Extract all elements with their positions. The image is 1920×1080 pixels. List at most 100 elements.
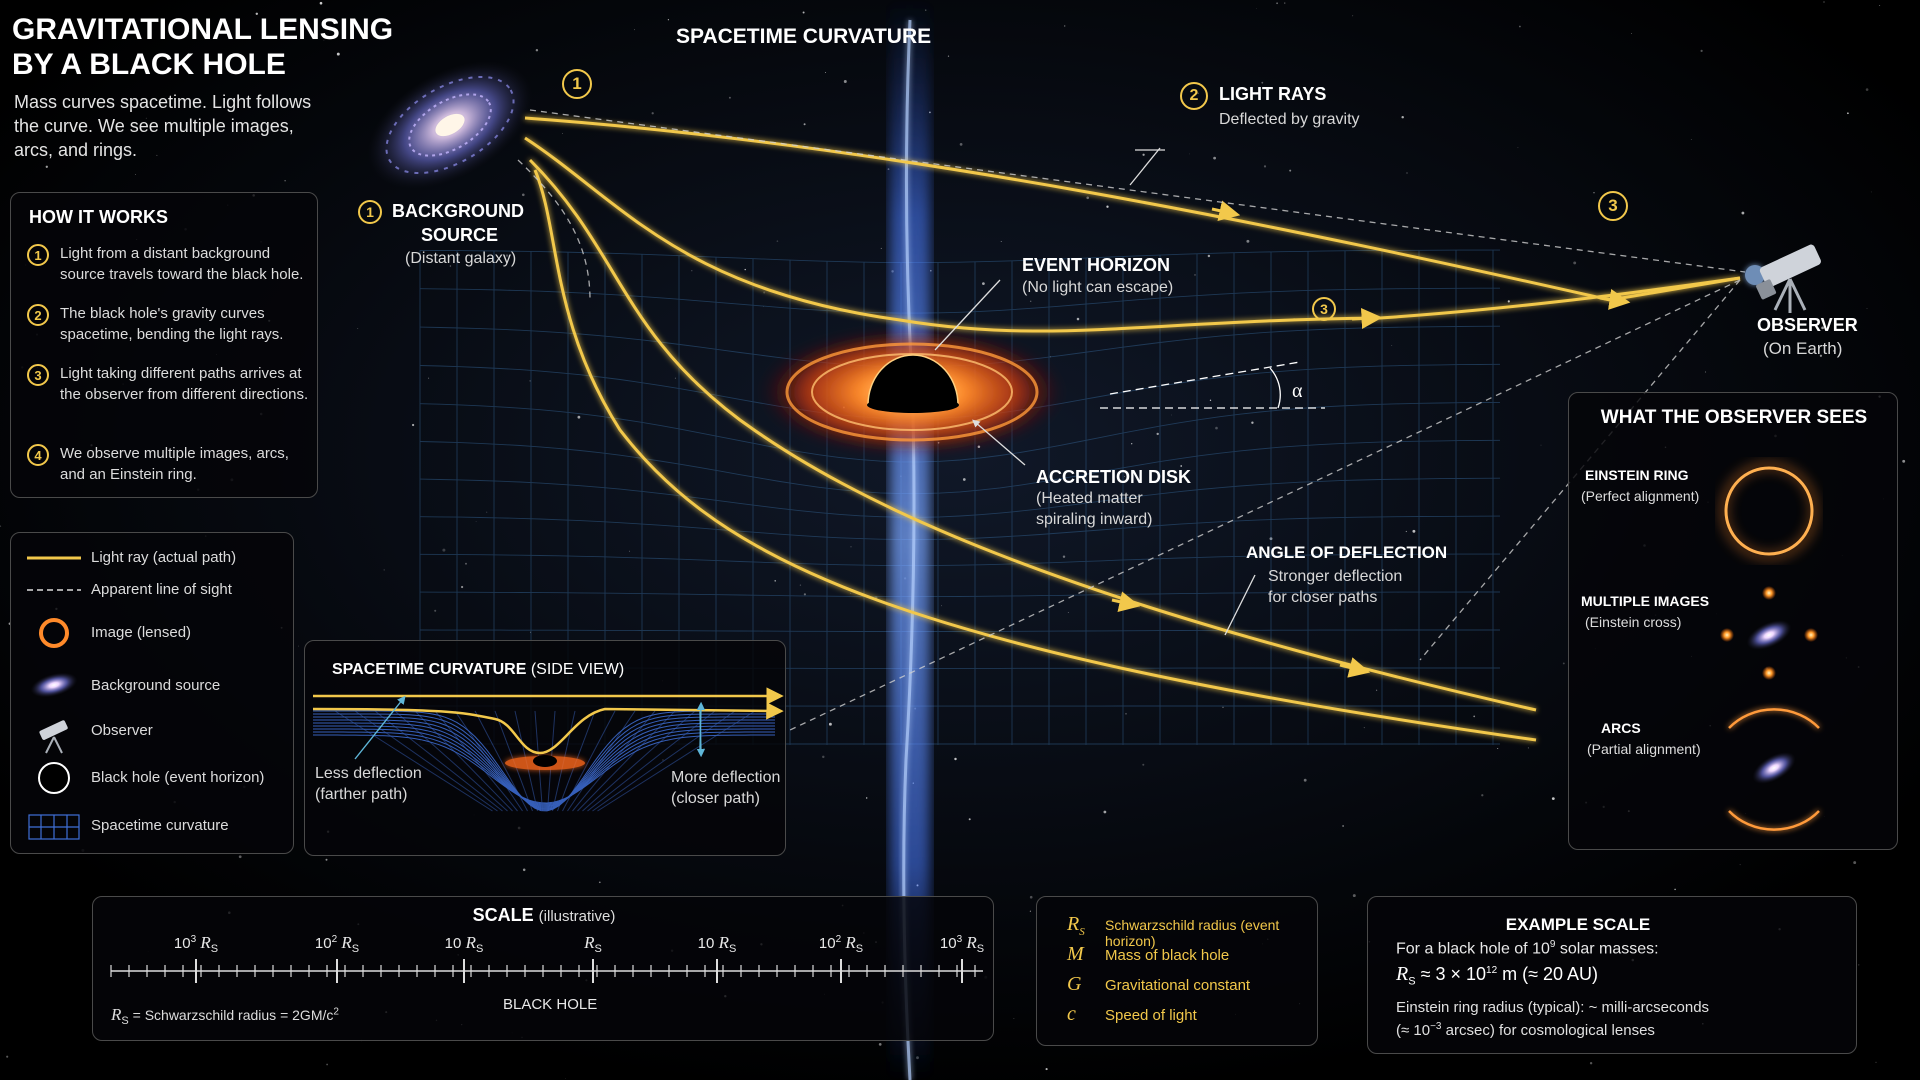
circle-icon [38,762,70,794]
light-ray-1 [524,116,1741,302]
star [1045,1068,1048,1071]
star [865,797,868,799]
star [522,868,526,872]
funnel-line [582,710,696,812]
source-title-1: BACKGROUND [392,201,524,221]
star [1131,443,1133,445]
star [6,1055,9,1058]
scale-title-row: SCALE (illustrative) [93,905,995,926]
star [1674,888,1676,891]
marker-1-top: 1 [562,69,592,99]
legend-label: Light ray (actual path) [91,549,237,566]
step-text: Light taking different paths arrives at … [60,365,309,403]
star [744,268,746,271]
star [1261,81,1264,84]
marker-1: 1 [358,200,382,224]
star [1401,115,1404,119]
star [1222,706,1224,708]
more-deflection-1: More deflection [671,769,781,786]
star [1375,689,1378,691]
legend-panel: Light ray (actual path) Apparent line of… [10,532,294,854]
multiple-images-sub: (Einstein cross) [1585,614,1682,630]
marker-2: 2 [1180,82,1208,110]
star [1823,1,1825,3]
star [1412,529,1416,533]
star [357,328,359,329]
example-l2-exp: 12 [1486,965,1498,976]
step-number: 4 [27,444,49,466]
how-it-works-title: HOW IT WORKS [29,207,168,227]
star [799,584,802,586]
legend-label: Background source [91,677,221,694]
star [674,377,676,379]
page-description: Mass curves spacetime. Light follows the… [14,92,312,160]
star [1067,612,1069,613]
example-line-2: RS ≈ 3 × 1012 m (≈ 20 AU) [1396,963,1598,988]
side-view-illustration [312,687,784,812]
funnel-line [313,734,775,804]
star [449,265,452,267]
funnel-line [597,710,756,812]
einstein-ring-title: EINSTEIN RING [1585,467,1689,483]
step-number: 3 [27,364,49,386]
star [1481,794,1484,797]
star [535,48,539,52]
funnel-line [454,710,523,812]
star [1690,139,1692,141]
star [802,11,805,14]
symbol-text: Mass of black hole [1105,947,1230,964]
marker-3-ray: 3 [1312,297,1336,321]
grid-line [419,287,1500,314]
star [1180,465,1183,467]
star [562,133,563,134]
funnel-line [562,710,616,812]
funnel-line [572,710,656,812]
funnel-line [313,716,775,810]
star [1497,747,1499,750]
accretion-title: ACCRETION DISK [1036,467,1192,487]
star [1289,169,1292,172]
scale-tick-label: 10 RS [697,933,737,955]
example-l4-exp: −3 [1430,1021,1442,1032]
star [954,757,957,761]
scale-suffix: (illustrative) [538,908,616,925]
legend-label: Spacetime curvature [91,817,229,834]
apparent-lines [517,109,1746,731]
example-unit: R [1396,963,1409,985]
grid-icon [28,814,80,840]
star [1875,1061,1877,1064]
star [1858,964,1860,966]
star [383,569,385,571]
side-view-suffix: (SIDE VIEW) [530,661,625,678]
star [1573,261,1577,265]
galaxy-icon [30,672,78,698]
star [850,546,852,548]
star [598,881,601,884]
star [1029,910,1031,912]
funnel-line [474,710,528,812]
star [1833,350,1835,352]
funnel-line [592,710,736,812]
scale-footnote: RS = Schwarzschild radius = 2GM/c2 [111,1005,339,1027]
funnel-line [394,710,508,812]
funnel-line [354,710,498,812]
star [434,609,437,612]
star [728,96,731,99]
source-sub: (Distant galaxy) [405,250,517,267]
star [763,291,766,294]
star [1303,778,1307,782]
event-horizon-title: EVENT HORIZON [1022,255,1171,275]
star [850,593,852,594]
star [1352,15,1354,17]
star [134,173,136,175]
step-text: Light from a distant background source t… [60,245,304,283]
star [1870,191,1872,193]
star [1156,432,1159,436]
star [1352,894,1356,898]
grid-line [419,629,1500,632]
star [982,282,985,285]
star [1076,317,1080,321]
scale-tick-label: 103 RS [173,933,219,955]
